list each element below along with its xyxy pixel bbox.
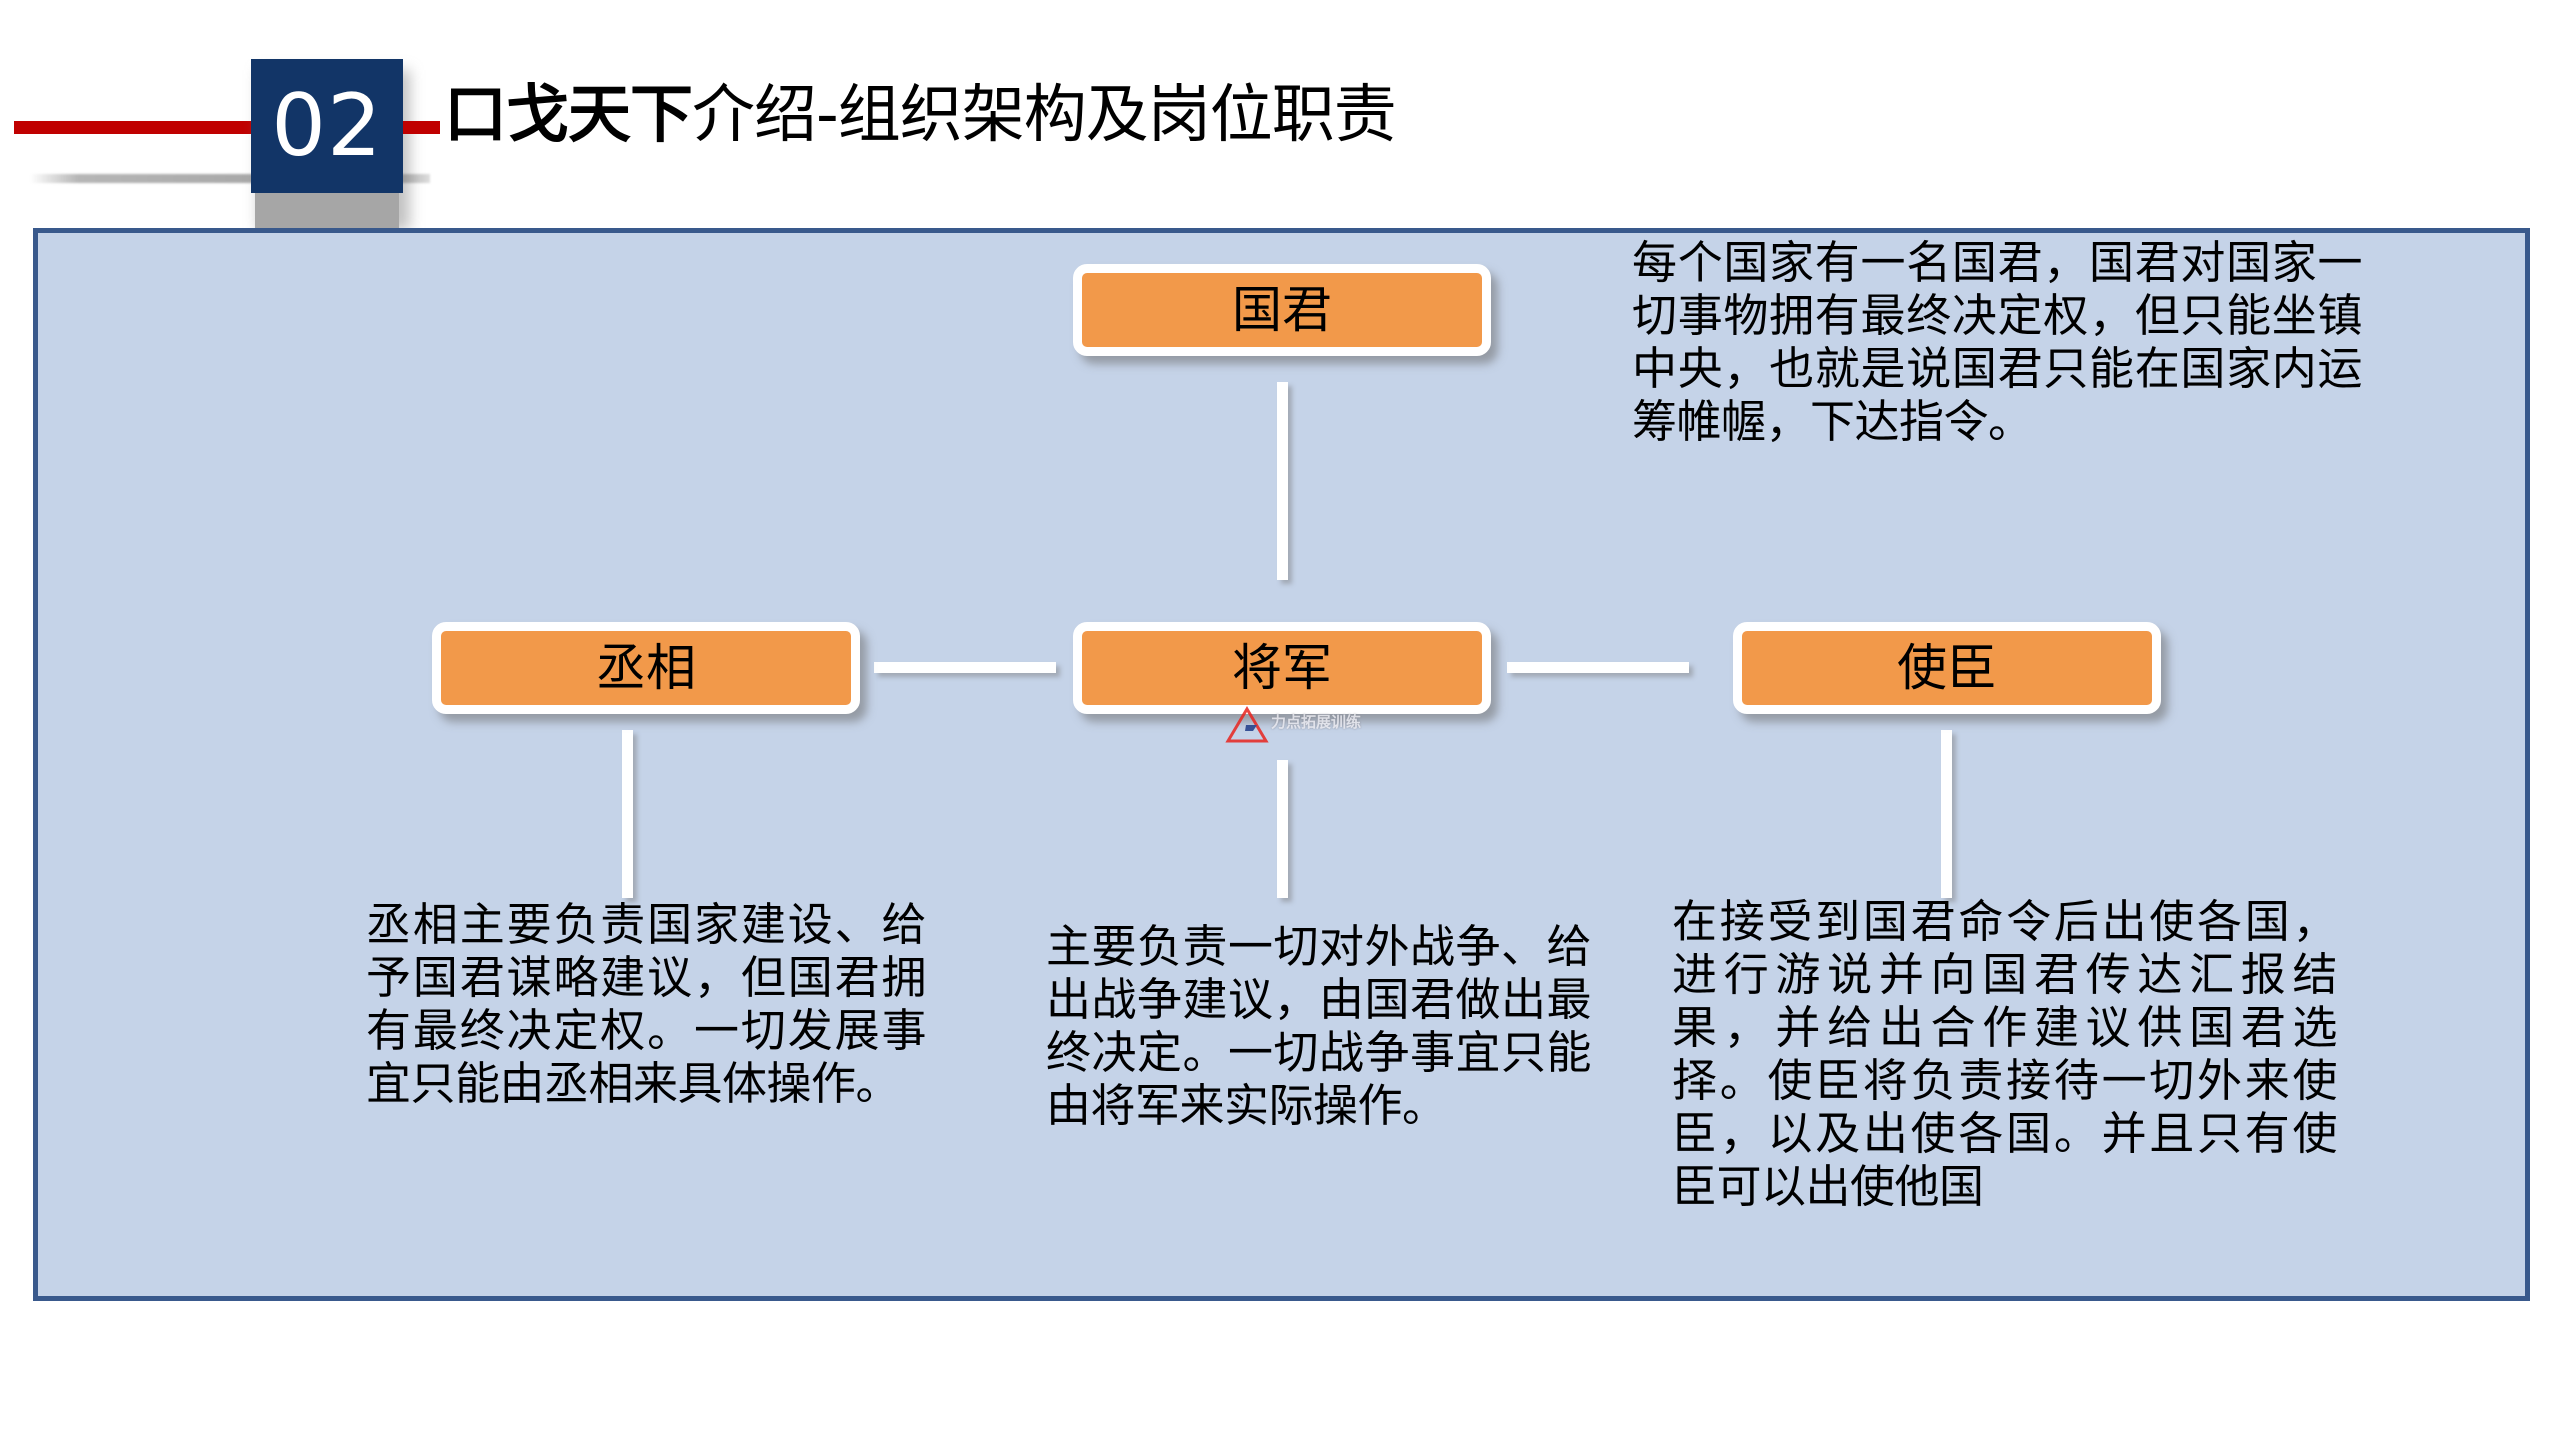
watermark-text: 力点拓展训练 bbox=[1271, 713, 1362, 731]
org-node-chancellor[interactable]: 丞相 bbox=[432, 622, 860, 714]
page-title-rest: 介绍-组织架构及岗位职责 bbox=[692, 78, 1397, 151]
watermark-triangle-icon bbox=[1225, 706, 1269, 743]
page-title: 口戈天下介绍-组织架构及岗位职责 bbox=[444, 81, 1504, 148]
org-node-king-label: 国君 bbox=[1232, 281, 1332, 339]
org-node-general[interactable]: 将军 bbox=[1073, 622, 1491, 714]
org-node-chancellor-label: 丞相 bbox=[596, 639, 696, 697]
description-chancellor: 丞相主要负责国家建设、给予国君谋略建议，但国君拥有最终决定权。一切发展事宜只能由… bbox=[366, 898, 927, 1111]
description-king: 每个国家有一名国君，国君对国家一切事物拥有最终决定权，但只能坐镇中央，也就是说国… bbox=[1632, 236, 2363, 449]
section-number-badge: 02 bbox=[251, 59, 403, 193]
header-red-rule-stub bbox=[400, 121, 440, 134]
connector-king-to-row2 bbox=[1277, 382, 1288, 580]
org-node-envoy[interactable]: 使臣 bbox=[1733, 622, 2161, 714]
description-general: 主要负责一切对外战争、给出战争建议，由国君做出最终决定。一切战争事宜只能由将军来… bbox=[1046, 920, 1592, 1133]
connector-general-to-description bbox=[1277, 760, 1288, 898]
page-title-brand: 口戈天下 bbox=[444, 78, 693, 151]
org-node-king[interactable]: 国君 bbox=[1073, 264, 1491, 356]
connector-chancellor-to-description bbox=[622, 730, 633, 898]
org-node-general-label: 将军 bbox=[1232, 639, 1332, 697]
connector-general-to-envoy bbox=[1507, 662, 1689, 673]
section-number-text: 02 bbox=[271, 76, 383, 176]
connector-envoy-to-description bbox=[1941, 730, 1952, 898]
badge-gray-block bbox=[255, 192, 399, 228]
org-node-envoy-label: 使臣 bbox=[1897, 639, 1997, 697]
description-envoy: 在接受到国君命令后出使各国，进行游说并向国君传达汇报结果，并给出合作建议供国君选… bbox=[1672, 895, 2338, 1214]
watermark: 力点拓展训练 bbox=[1225, 705, 1415, 747]
header-gray-rule bbox=[30, 174, 430, 183]
connector-chancellor-to-general bbox=[874, 662, 1056, 673]
